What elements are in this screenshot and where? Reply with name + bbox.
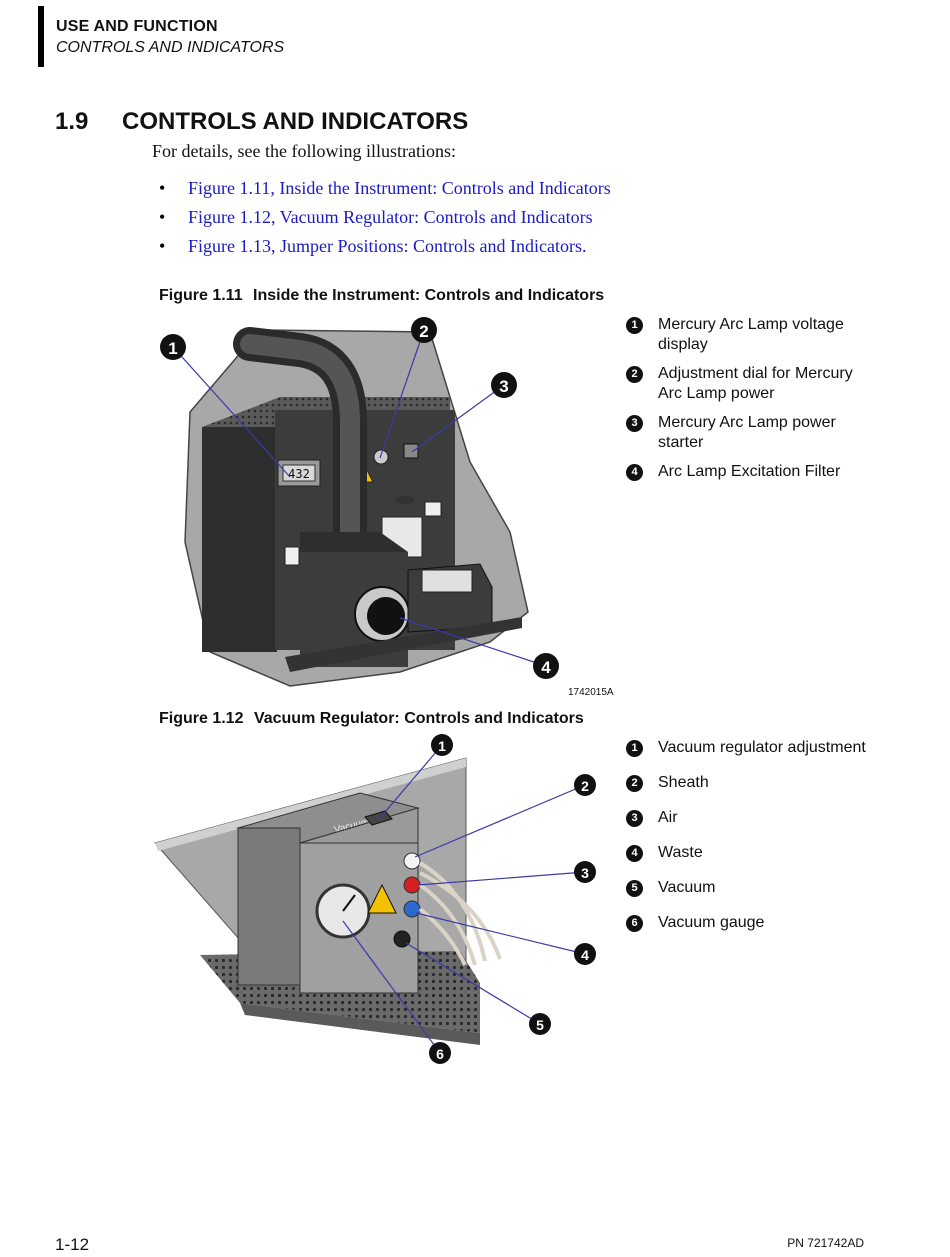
callout-4: 4 [533,653,559,679]
legend-text: Mercury Arc Lamp voltage display [658,316,844,353]
page-number: 1-12 [55,1235,90,1254]
svg-text:2: 2 [419,322,428,341]
figure-1-11-caption: Figure 1.11 Inside the Instrument: Contr… [159,287,604,305]
figure-title: Vacuum Regulator: Controls and Indicator… [253,710,584,727]
legend-item: 1 Vacuum regulator adjustment [626,738,886,758]
list-item: • Figure 1.11, Inside the Instrument: Con… [159,178,611,207]
legend-item: 4 Waste [626,843,886,863]
legend-text: Mercury Arc Lamp power starter [658,414,836,451]
callout-4: 4 [574,943,596,965]
display-reading: 432 [288,467,310,481]
figure-1-11-legend: 1 Mercury Arc Lamp voltage display 2 Adjus… [626,315,866,491]
svg-text:2: 2 [581,778,589,794]
figure-image-id: 1742015A [568,687,614,698]
intro-text: For details, see the following illustrat… [152,141,456,161]
instrument-interior-illustration: 432 1 2 3 4 [160,317,559,687]
legend-number: 2 [626,366,643,383]
legend-text: Air [658,809,678,826]
legend-text: Vacuum [658,879,716,896]
legend-number: 1 [626,740,643,757]
callout-2: 2 [574,774,596,796]
svg-text:5: 5 [536,1017,544,1033]
legend-number: 6 [626,915,643,932]
figure-1-12-link[interactable]: Figure 1.12, Vacuum Regulator: Controls … [188,207,593,227]
legend-text: Vacuum regulator adjustment [658,739,866,756]
legend-item: 2 Sheath [626,773,886,793]
svg-text:3: 3 [499,377,508,396]
callout-2: 2 [411,317,437,343]
svg-text:1: 1 [168,339,177,358]
bullet: • [159,178,166,198]
svg-text:1: 1 [438,738,446,754]
callout-5: 5 [529,1013,551,1035]
legend-item: 5 Vacuum [626,878,886,898]
callout-1: 1 [160,334,186,360]
legend-item: 6 Vacuum gauge [626,913,886,933]
running-header-title: USE AND FUNCTION [56,18,218,35]
legend-number: 4 [626,845,643,862]
callout-1: 1 [431,734,453,756]
svg-text:4: 4 [581,947,589,963]
running-header-subtitle: CONTROLS AND INDICATORS [56,39,285,56]
figure-1-11-link[interactable]: Figure 1.11, Inside the Instrument: Cont… [188,178,611,198]
legend-text: Sheath [658,774,709,791]
list-item: • Figure 1.13, Jumper Positions: Controls… [159,236,611,265]
legend-number: 4 [626,464,643,481]
figure-number: Figure 1.11 [159,287,243,304]
vacuum-regulator-illustration: Vacuum 1 2 3 4 5 6 [154,734,596,1064]
list-item: • Figure 1.12, Vacuum Regulator: Controls… [159,207,611,236]
svg-text:3: 3 [581,865,589,881]
bullet: • [159,236,166,256]
figure-title: Inside the Instrument: Controls and Indi… [253,287,605,304]
callout-3: 3 [491,372,517,398]
legend-number: 2 [626,775,643,792]
callout-6: 6 [429,1042,451,1064]
legend-text: Vacuum gauge [658,914,765,931]
callout-3: 3 [574,861,596,883]
figure-link-list: • Figure 1.11, Inside the Instrument: Con… [159,178,611,265]
svg-text:4: 4 [541,658,551,677]
legend-number: 5 [626,880,643,897]
figure-number: Figure 1.12 [159,710,244,727]
legend-number: 1 [626,317,643,334]
legend-text: Waste [658,844,703,861]
legend-item: 4 Arc Lamp Excitation Filter [626,462,866,482]
bullet: • [159,207,166,227]
figure-1-12-legend: 1 Vacuum regulator adjustment 2 Sheath 3 Ai… [626,738,886,948]
legend-number: 3 [626,810,643,827]
legend-item: 3 Mercury Arc Lamp power starter [626,413,866,453]
legend-item: 3 Air [626,808,886,828]
legend-item: 1 Mercury Arc Lamp voltage display [626,315,866,355]
legend-text: Arc Lamp Excitation Filter [658,463,841,480]
legend-item: 2 Adjustment dial for Mercury Arc Lamp po… [626,364,866,404]
figure-1-12-caption: Figure 1.12 Vacuum Regulator: Controls a… [159,710,584,728]
figure-1-13-link[interactable]: Figure 1.13, Jumper Positions: Controls … [188,236,587,256]
section-title: CONTROLS AND INDICATORS [122,108,469,135]
section-number: 1.9 [55,108,89,135]
part-number: PN 721742AD [787,1236,864,1250]
legend-number: 3 [626,415,643,432]
svg-text:6: 6 [436,1046,444,1062]
legend-text: Adjustment dial for Mercury Arc Lamp pow… [658,365,853,402]
header-bar [38,6,44,67]
